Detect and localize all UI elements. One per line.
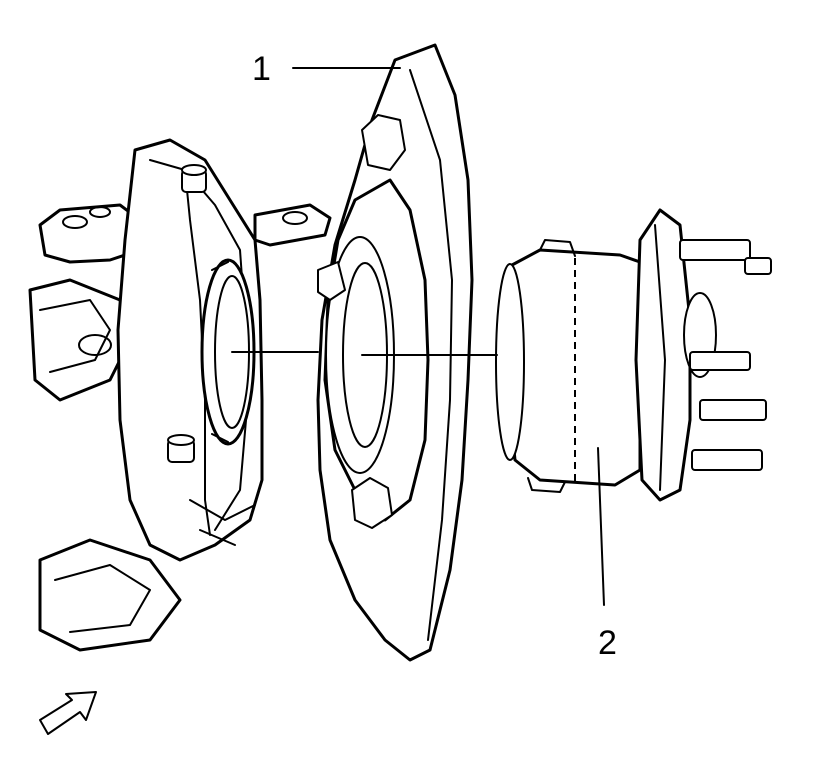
callout-1-number: 1 bbox=[252, 50, 271, 88]
assembly-centerlines bbox=[231, 351, 498, 356]
callout-2-number: 2 bbox=[598, 624, 617, 662]
steering-knuckle bbox=[28, 138, 332, 652]
view-direction-arrow-icon bbox=[39, 691, 97, 735]
callout-1: 1 bbox=[252, 50, 401, 88]
callout-2: 2 bbox=[597, 447, 617, 662]
wheel-studs bbox=[679, 239, 772, 471]
splash-shield bbox=[316, 43, 474, 662]
wheel-hub-bearing bbox=[495, 208, 772, 502]
